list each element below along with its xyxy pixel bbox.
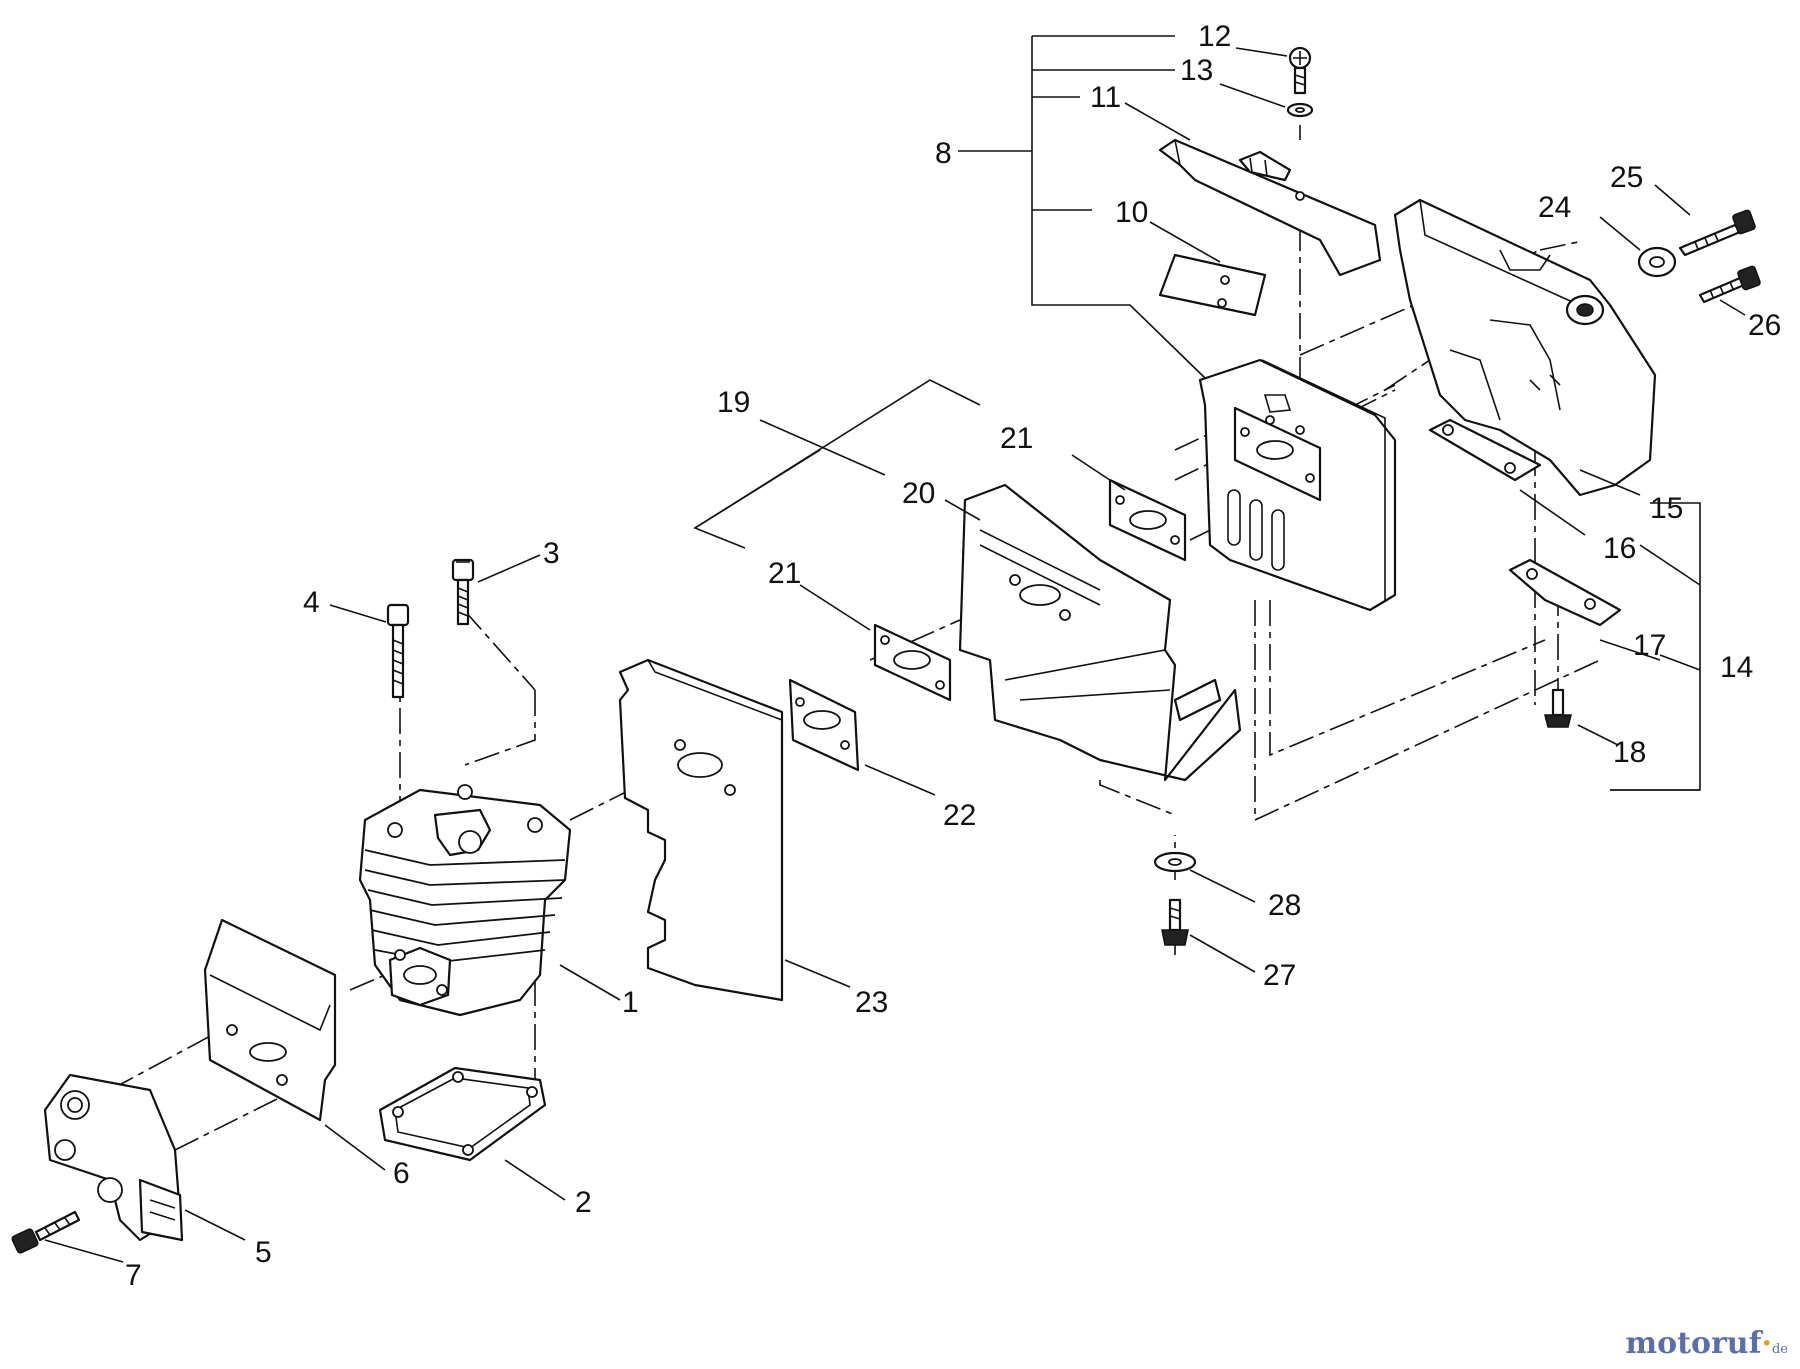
watermark-dot: ·	[1761, 1326, 1772, 1361]
gasket-2-icon	[378, 1066, 547, 1162]
callout-18: 18	[1613, 736, 1646, 769]
bolt-25-icon	[1678, 209, 1756, 257]
callout-3: 3	[543, 537, 560, 570]
screw-18-icon	[1544, 688, 1572, 728]
leader-lines	[44, 35, 1746, 1263]
gasket-21-upper-icon	[1108, 478, 1187, 562]
callout-27: 27	[1263, 959, 1296, 992]
callout-12: 12	[1198, 20, 1231, 53]
callout-26: 26	[1748, 309, 1781, 342]
insulator-5-icon	[43, 1073, 184, 1242]
heat-shield-20-icon	[958, 483, 1242, 782]
watermark-tld: de	[1771, 1342, 1788, 1357]
screw-27-icon	[1161, 898, 1189, 946]
washer-13-icon	[1286, 102, 1314, 118]
callout-21-upper: 21	[1000, 422, 1033, 455]
callout-11: 11	[1090, 81, 1121, 114]
gasket-plate-23-icon	[618, 658, 784, 1002]
callout-7: 7	[125, 1259, 142, 1292]
washer-28-icon	[1153, 851, 1197, 873]
callout-28: 28	[1268, 889, 1301, 922]
gasket-22-icon	[788, 678, 860, 772]
callout-15: 15	[1650, 492, 1683, 525]
bracket-17-icon	[1508, 558, 1622, 627]
bolt-26-icon	[1698, 265, 1761, 304]
callout-21-lower: 21	[768, 557, 801, 590]
callout-labels: 1 2 3 4 5 6 7 8 10 11 12 13 14 15 16 17 …	[125, 20, 1781, 1292]
muffler-guard-15-icon	[1393, 198, 1657, 497]
callout-22: 22	[943, 799, 976, 832]
washer-24-icon	[1637, 246, 1677, 278]
callout-23: 23	[855, 986, 888, 1019]
bolt-7-icon	[11, 1210, 81, 1254]
callout-1: 1	[622, 986, 639, 1019]
callout-4: 4	[303, 586, 320, 619]
callout-14: 14	[1720, 651, 1753, 684]
callout-8: 8	[935, 137, 952, 170]
watermark-main: motoruf	[1625, 1326, 1762, 1361]
screw-12-icon	[1288, 46, 1312, 95]
callout-25: 25	[1610, 161, 1643, 194]
muffler-body-icon	[1198, 358, 1397, 612]
gasket-21-lower-icon	[873, 623, 952, 702]
callout-16: 16	[1603, 532, 1636, 565]
callout-17: 17	[1633, 629, 1666, 662]
watermark-logo: motoruf·de	[1625, 1326, 1788, 1361]
cylinder-1-icon	[358, 784, 572, 1017]
callout-20: 20	[902, 477, 935, 510]
callout-5: 5	[255, 1236, 272, 1269]
heat-shield-6-icon	[203, 918, 337, 1122]
parts	[11, 46, 1761, 1254]
screw-3-icon	[451, 558, 475, 626]
callout-24: 24	[1538, 191, 1571, 224]
plate-10-icon	[1158, 253, 1267, 317]
callout-10: 10	[1115, 196, 1148, 229]
bracket-16-icon	[1428, 418, 1542, 482]
callout-6: 6	[393, 1157, 410, 1190]
screw-4-icon	[386, 603, 410, 699]
callout-19: 19	[717, 386, 750, 419]
cover-11-icon	[1158, 138, 1382, 277]
callout-2: 2	[575, 1186, 592, 1219]
callout-13: 13	[1180, 54, 1213, 87]
